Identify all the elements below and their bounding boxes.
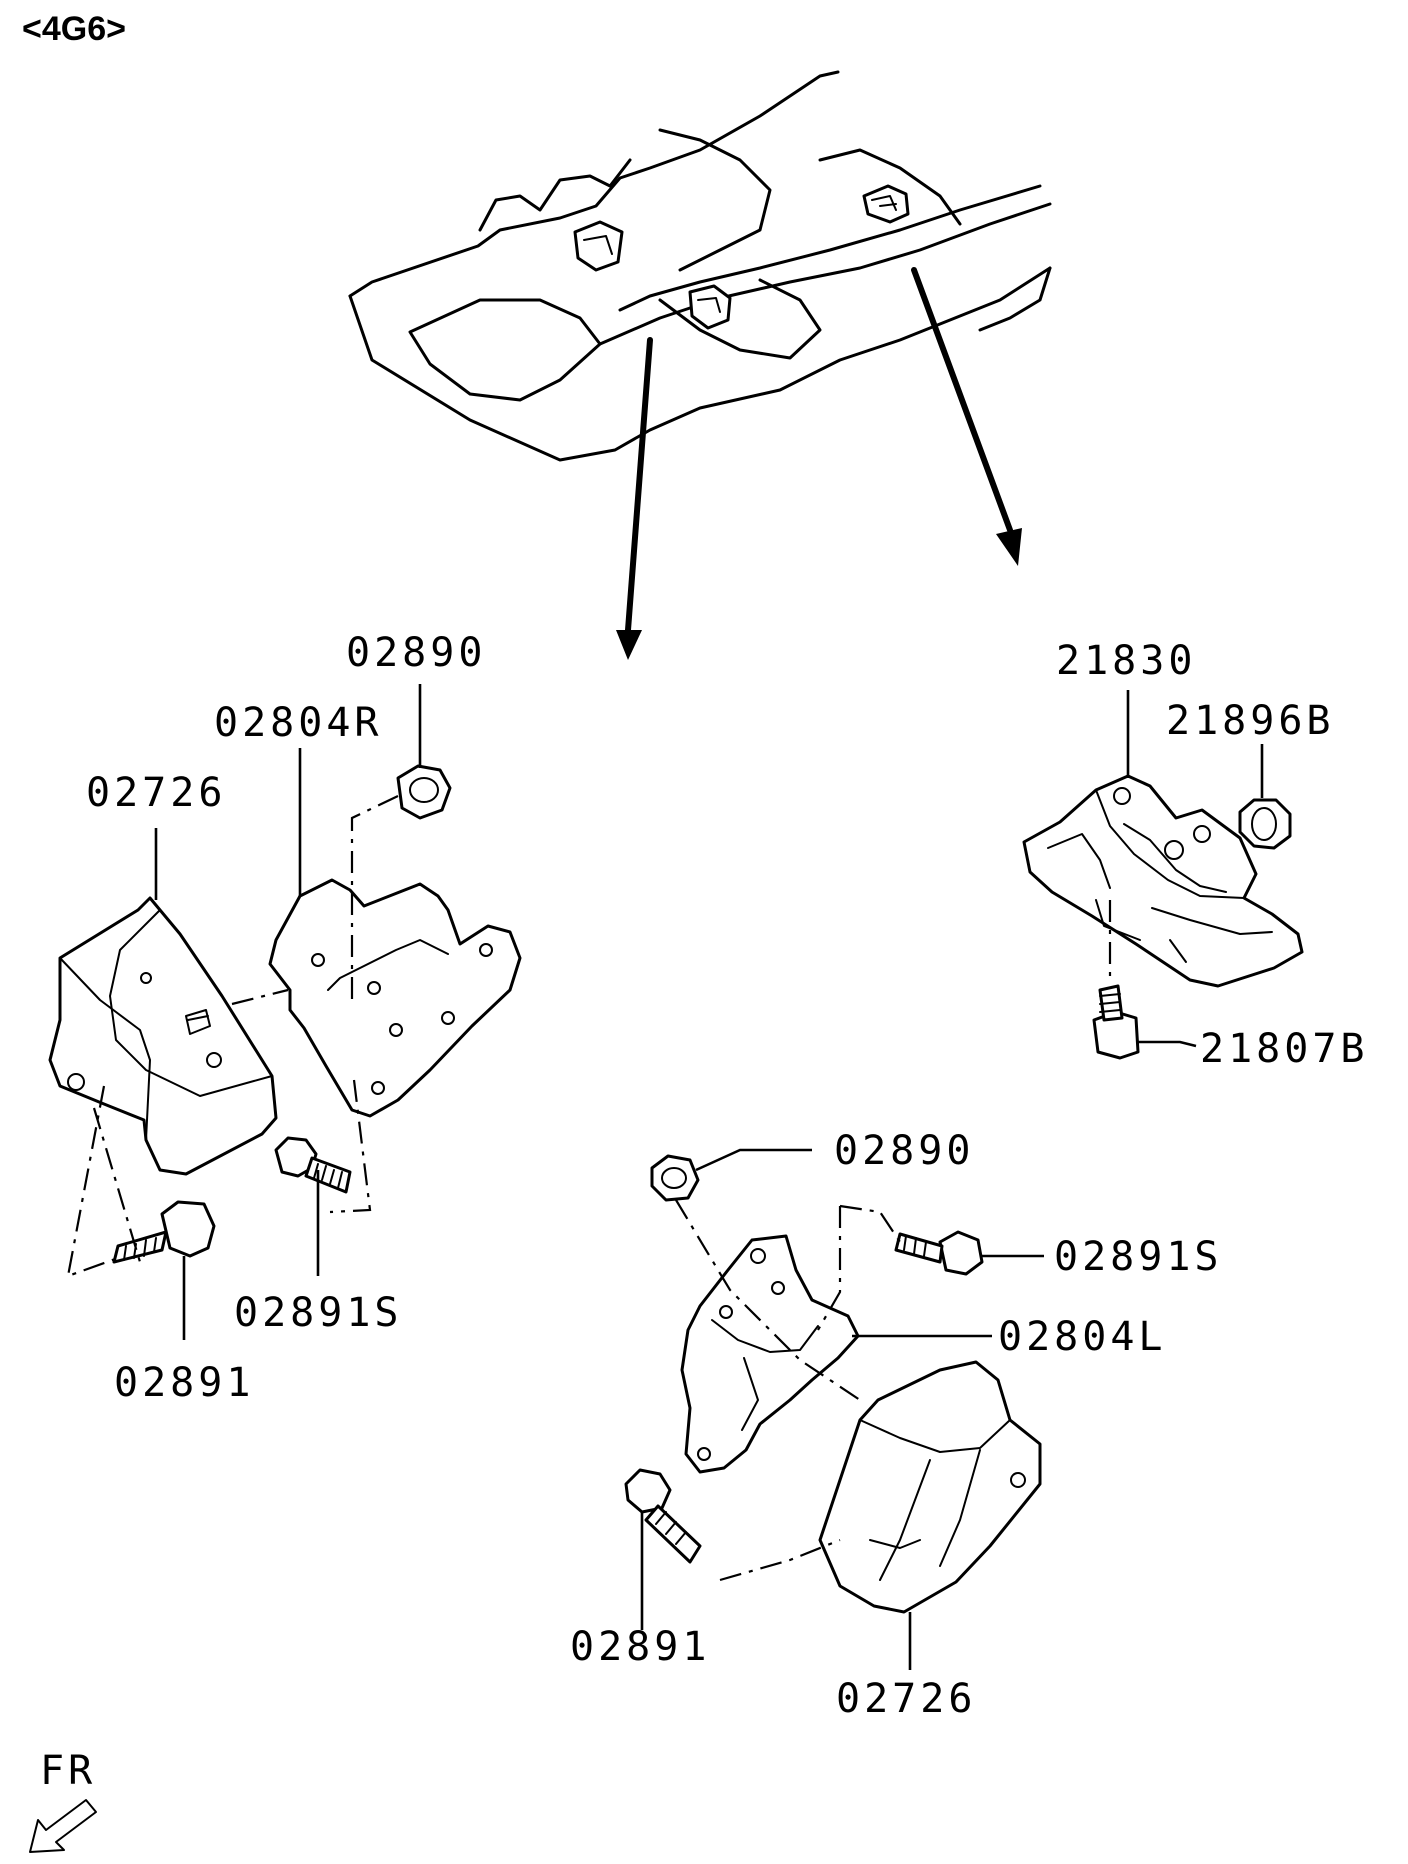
left-insulator-shape <box>48 896 278 1176</box>
label-02891S-left: 02891S <box>234 1290 403 1336</box>
label-02726-left: 02726 <box>86 770 226 816</box>
label-21896B: 21896B <box>1166 698 1335 744</box>
label-02726-lower: 02726 <box>836 1676 976 1722</box>
rear-insulator-shape <box>1022 774 1304 988</box>
rear-nut-shape <box>1238 798 1292 850</box>
label-02804R: 02804R <box>214 700 383 746</box>
vehicle-frame-overview <box>348 70 1052 660</box>
left-bracket-shape <box>680 1234 860 1474</box>
label-02804L: 02804L <box>998 1314 1167 1360</box>
lower-bolt-small-shape <box>938 1230 984 1276</box>
label-02891S-lower: 02891S <box>1054 1234 1223 1280</box>
lower-bolt-shape <box>624 1468 672 1514</box>
label-02891-lower: 02891 <box>570 1624 710 1670</box>
left-nut-shape <box>396 764 452 820</box>
engine-code-label: <4G6> <box>22 10 126 48</box>
lower-mount-assembly <box>624 1148 1044 1670</box>
label-02890-lower: 02890 <box>834 1128 974 1174</box>
left-mount-assembly <box>48 684 522 1340</box>
front-arrow-icon <box>29 1799 97 1853</box>
label-02891-left: 02891 <box>114 1360 254 1406</box>
right-bracket-shape <box>268 878 522 1118</box>
lower-nut-shape <box>650 1154 700 1202</box>
left-bolt-shape <box>160 1200 216 1258</box>
label-21807B: 21807B <box>1200 1026 1369 1072</box>
rear-mount-assembly <box>1022 690 1304 1060</box>
label-02890-left: 02890 <box>346 630 486 676</box>
label-21830: 21830 <box>1056 638 1196 684</box>
front-direction-indicator: FR <box>29 1748 97 1853</box>
lower-insulator-shape <box>818 1360 1042 1614</box>
direction-label: FR <box>40 1748 96 1794</box>
